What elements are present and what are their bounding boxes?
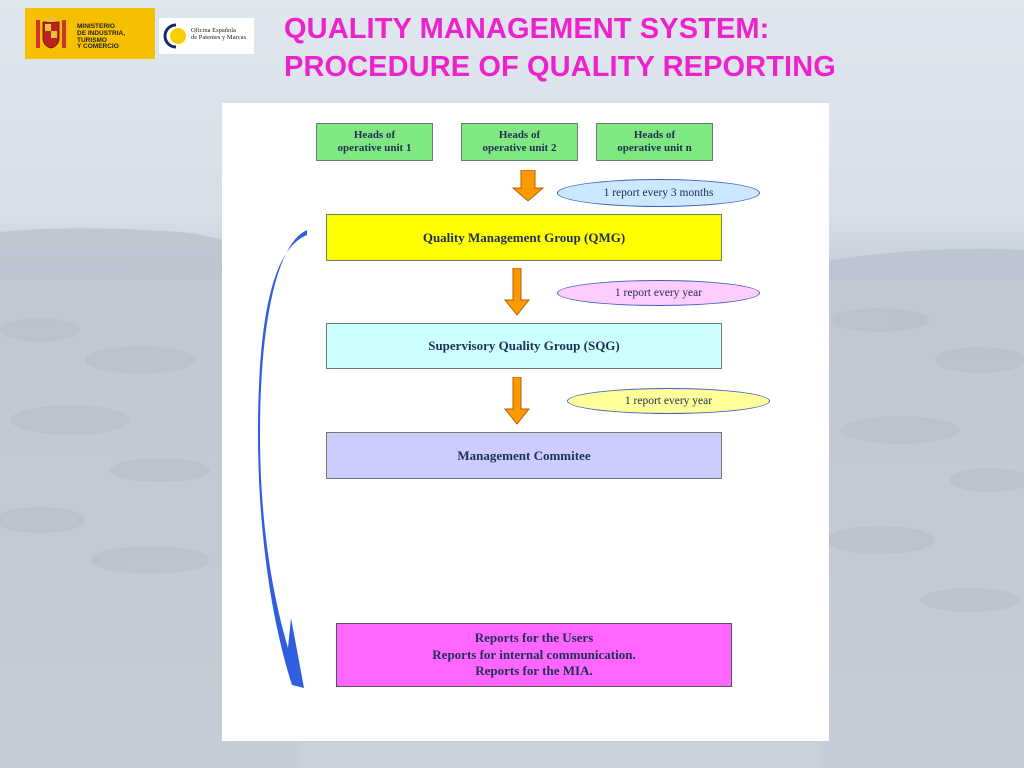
head-box-line2: operative unit n (617, 142, 692, 154)
title-line1: QUALITY MANAGEMENT SYSTEM: (284, 13, 770, 45)
page-title: QUALITY MANAGEMENT SYSTEM: PROCEDURE OF … (284, 10, 1004, 86)
frequency-text: 1 report every year (624, 395, 713, 407)
diagram-panel: Heads of operative unit 1 Heads of opera… (222, 103, 829, 741)
frequency-label-1: 1 report every 3 months (557, 179, 760, 207)
head-box-line2: operative unit 2 (482, 142, 557, 154)
down-arrow-icon (503, 377, 531, 425)
head-box-line1: Heads of (633, 129, 676, 141)
stage-box-sqg: Supervisory Quality Group (SQG) (326, 323, 722, 369)
head-box-line1: Heads of (498, 129, 541, 141)
curved-arrow-icon (258, 230, 307, 688)
frequency-text: 1 report every year (614, 287, 703, 299)
head-box-line1: Heads of (353, 129, 396, 141)
frequency-text: 1 report every 3 months (603, 187, 714, 199)
frequency-label-2: 1 report every year (557, 280, 760, 306)
down-arrow-icon (503, 268, 531, 316)
reports-line1: Reports for the Users (474, 630, 594, 646)
ministry-line3: Y COMERCIO (77, 43, 119, 51)
oepm-logo: Oficina Española de Patentes y Marcas (159, 18, 254, 54)
stage-label: Supervisory Quality Group (SQG) (428, 338, 620, 353)
down-arrow-icon (511, 170, 545, 202)
arrow-shape (511, 170, 545, 202)
ministry-logo: MINISTERIO DE INDUSTRIA, TURISMO Y COMER… (25, 8, 155, 59)
curved-arrow-shape (258, 230, 307, 688)
stage-label: Quality Management Group (QMG) (422, 229, 626, 245)
oepm-emblem-icon (163, 23, 186, 49)
reports-line3: Reports for the MIA. (475, 663, 593, 679)
ministry-line2: DE INDUSTRIA, TURISMO (77, 29, 126, 44)
stage-box-qmg: Quality Management Group (QMG) (326, 214, 722, 261)
arrow-shape (503, 377, 531, 425)
frequency-label-3: 1 report every year (567, 388, 770, 414)
logos: MINISTERIO DE INDUSTRIA, TURISMO Y COMER… (25, 8, 254, 59)
head-box-unit-1: Heads of operative unit 1 (316, 123, 433, 161)
ministry-line1: MINISTERIO (77, 23, 115, 30)
reports-box: Reports for the Users Reports for intern… (336, 623, 732, 687)
head-box-line2: operative unit 1 (337, 142, 412, 154)
stage-box-management-committee: Management Commitee (326, 432, 722, 479)
title-line2: PROCEDURE OF QUALITY REPORTING (284, 51, 836, 83)
stage-label: Management Commitee (457, 447, 591, 463)
arrow-shape (503, 268, 531, 316)
head-box-unit-n: Heads of operative unit n (596, 123, 713, 161)
head-box-unit-2: Heads of operative unit 2 (461, 123, 578, 161)
reports-line2: Reports for internal communication. (432, 646, 636, 662)
coat-of-arms-icon (36, 18, 66, 49)
oepm-line2: de Patentes y Marcas (191, 33, 247, 41)
oepm-line1: Oficina Española (191, 27, 236, 34)
